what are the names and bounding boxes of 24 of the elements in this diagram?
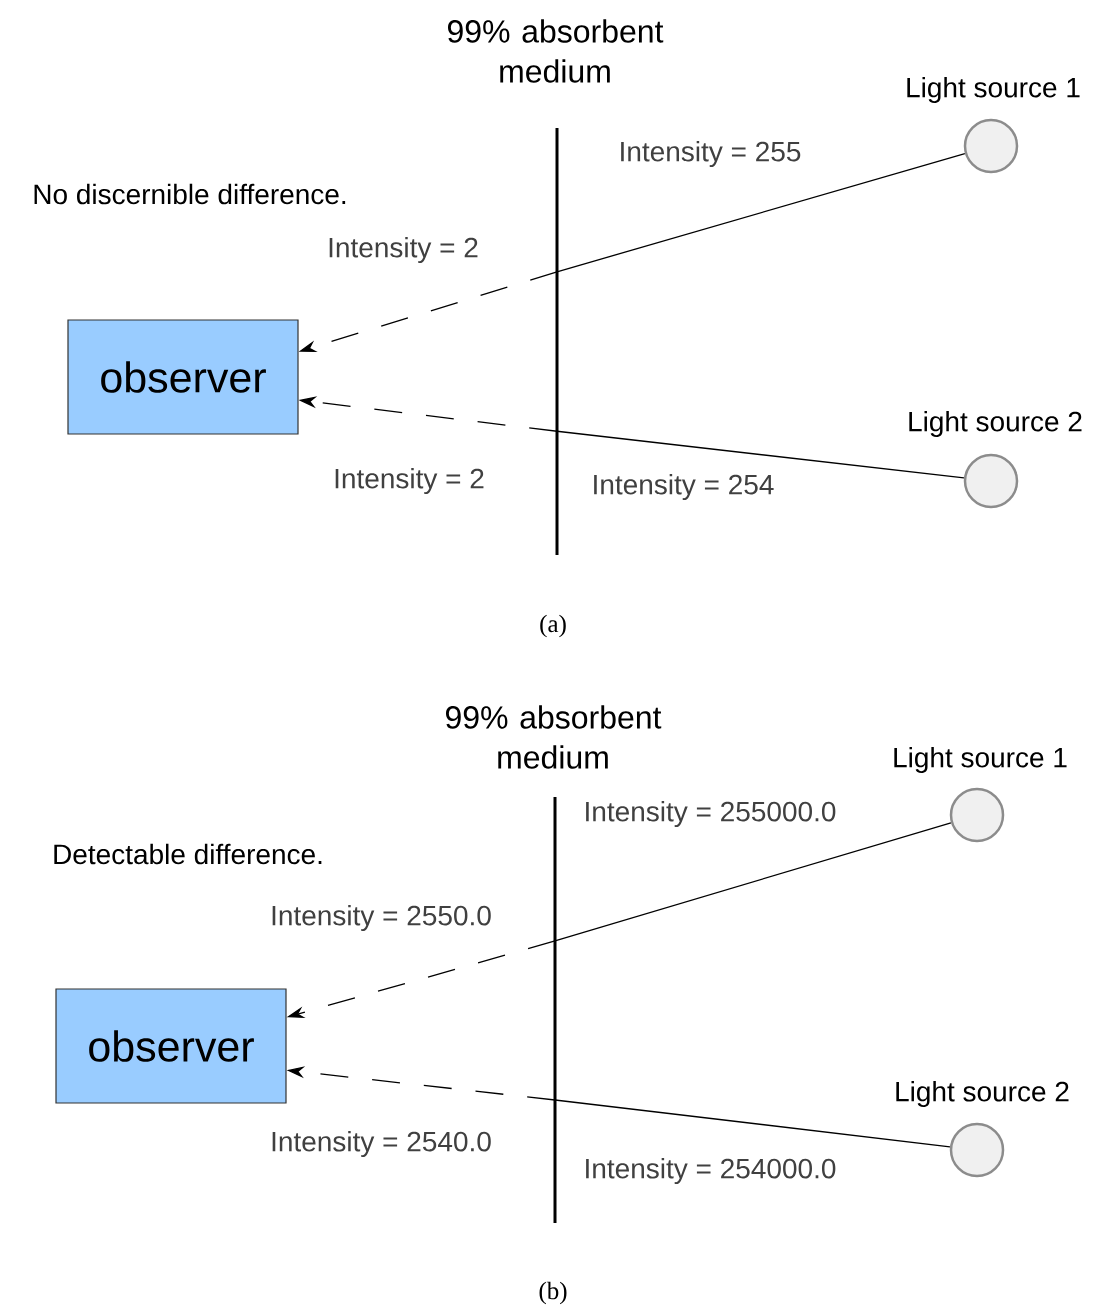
heading: 99% absorbent medium bbox=[446, 705, 662, 769]
note-text: No discernible difference. bbox=[34, 183, 346, 205]
edge-label: Intensity = 2550.0 bbox=[272, 904, 491, 932]
edge-label: Intensity = 255000.0 bbox=[586, 800, 836, 828]
caption: (a) bbox=[540, 614, 566, 638]
note-text: Detectable difference. bbox=[54, 843, 322, 865]
connector-line bbox=[554, 1099, 951, 1148]
connector-line bbox=[556, 152, 966, 273]
edge-label: Intensity = 254000.0 bbox=[586, 1158, 836, 1185]
edge-label: Intensity = 2540.0 bbox=[272, 1130, 491, 1158]
edge-label: Intensity = 255 bbox=[621, 140, 801, 168]
caption: (b) bbox=[539, 1281, 567, 1305]
connector-line bbox=[554, 822, 952, 942]
source-label: Light source 1 bbox=[907, 76, 1080, 104]
observer-box: observer bbox=[55, 988, 287, 1104]
source-label: Light source 1 bbox=[894, 746, 1067, 774]
heading: 99% absorbent medium bbox=[448, 19, 664, 83]
source-label: Light source 2 bbox=[896, 1080, 1069, 1108]
source-label: Light source 2 bbox=[909, 410, 1082, 438]
edge-label: Intensity = 2 bbox=[329, 236, 478, 264]
connector-line bbox=[556, 430, 965, 479]
edge-label: Intensity = 254 bbox=[594, 473, 774, 501]
edge-label: Intensity = 2 bbox=[335, 467, 484, 495]
observer-box: observer bbox=[67, 319, 299, 435]
